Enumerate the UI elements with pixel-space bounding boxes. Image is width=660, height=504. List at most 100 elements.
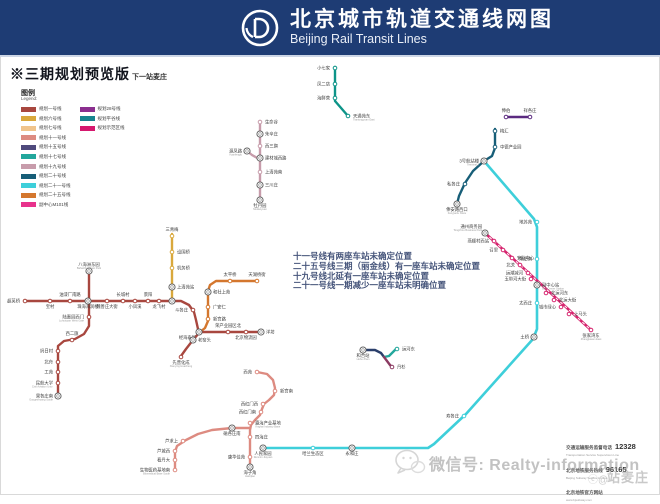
interchange-station-inner xyxy=(87,269,91,273)
legend-columns: 规划一号线规划六号线规划七号线规划十一号线规划十五号线规划十七号线规划十九号线规… xyxy=(21,106,125,213)
station-marker xyxy=(566,311,572,317)
station-label-en: Sub-Center Station xyxy=(542,287,565,291)
metro-line-fork-teal xyxy=(382,347,398,359)
station-label: 机务桥 xyxy=(177,265,191,272)
station-label: 运潮减河 xyxy=(506,270,524,277)
station-label: 和社上苑 xyxy=(213,289,231,296)
service-info-number: 96165 xyxy=(605,464,627,474)
station-label: 广安仁 xyxy=(213,304,227,311)
service-info-number: 12328 xyxy=(614,442,636,451)
station-label: 磁各庄南 xyxy=(223,430,241,437)
station-marker xyxy=(227,278,233,284)
legend-swatch xyxy=(21,116,36,122)
brand-watermark: 站麦庄 xyxy=(607,470,650,485)
legend-swatch xyxy=(79,116,95,122)
metro-line-red-west xyxy=(56,269,91,398)
station-label-en: Renmin Jiayuan xyxy=(254,455,273,459)
station-marker xyxy=(461,413,467,419)
planning-note-line: 十一号线有两座车站未确定位置 xyxy=(293,251,413,261)
interchange-station-inner xyxy=(258,156,262,160)
metro-line-red-south xyxy=(179,331,201,358)
station-label: 北舟 xyxy=(44,359,53,366)
interchange-station-inner xyxy=(86,299,90,303)
station-marker xyxy=(169,233,175,239)
legend-label: 规划28号线 xyxy=(97,106,121,111)
station-marker xyxy=(257,143,263,149)
legend-label: 规划十九号线 xyxy=(39,163,66,169)
station-label: 牡丹园 xyxy=(254,202,267,209)
station-label: 四海庄 xyxy=(255,434,269,441)
station-label: 和合站 xyxy=(357,352,371,359)
station-marker xyxy=(86,314,92,320)
station-label: 西红门西 xyxy=(241,401,259,408)
service-info-label: 交通运输服务监督电话 xyxy=(566,445,612,450)
station-label: 老窑头 xyxy=(198,337,212,344)
station-label: 丹杉 xyxy=(397,364,406,371)
legend-label: 规划一号线 xyxy=(39,106,62,111)
station-marker xyxy=(527,114,533,120)
station-marker xyxy=(534,300,540,306)
station-label-en: Civil Aviation Univ. xyxy=(32,385,53,389)
legend-swatch xyxy=(21,135,36,141)
station-label: 工苑 xyxy=(44,369,53,376)
station-label: 西红门南 xyxy=(239,409,257,416)
station-label: 新宫路 xyxy=(213,316,227,323)
interchange-station-inner xyxy=(535,283,539,287)
station-marker xyxy=(394,346,400,352)
metro-line-teal-north xyxy=(333,65,350,118)
legend-swatch xyxy=(21,144,36,150)
station-marker xyxy=(310,445,316,451)
station-label: 斗各庄 xyxy=(175,307,189,314)
station-label: 朱辛庄 xyxy=(265,131,279,138)
legend-swatch xyxy=(79,106,95,112)
interchange-station-inner xyxy=(532,335,536,339)
station-label: 上清苑南 xyxy=(265,169,283,176)
metro-line-navy-northeast xyxy=(455,127,497,206)
station-label: 俸安路西口 xyxy=(446,206,467,213)
service-info-sub: Beijing Subway Service Hotline xyxy=(566,475,608,480)
station-marker xyxy=(345,113,351,119)
interchange-station-inner xyxy=(483,231,487,235)
legend-label: 规划示范区线 xyxy=(97,125,125,131)
station-label: 看丹大 xyxy=(157,457,171,464)
interchange-station-inner xyxy=(258,198,262,202)
station-label: 先营化成 xyxy=(172,359,190,366)
station-marker xyxy=(247,434,253,440)
station-label: 康华佳苑 xyxy=(228,454,246,461)
station-marker xyxy=(332,65,338,71)
station-label: 源凤路 xyxy=(229,148,243,155)
station-label: 中德产业园 xyxy=(500,144,521,151)
station-label: 妈日村 xyxy=(40,348,54,355)
legend-item: 规划二十一号线 xyxy=(21,183,71,189)
service-info-label: 北京地铁官方网站 xyxy=(566,490,603,495)
station-label: 洋坊 xyxy=(266,329,275,336)
station-marker xyxy=(509,255,515,261)
service-info-label: 北京地铁服务热线 xyxy=(566,467,603,473)
station-label: 西二旗 xyxy=(66,330,80,337)
legend-item: 规划十九号线 xyxy=(21,163,71,170)
station-marker xyxy=(551,297,557,303)
legend-swatch xyxy=(21,183,36,189)
station-marker xyxy=(272,388,278,394)
station-label: 建材城西路 xyxy=(265,155,287,162)
interchange-station-inner xyxy=(197,330,201,334)
header-titles: 北京城市轨道交通线网图 Beijing Rail Transit Lines xyxy=(290,8,554,46)
legend-swatch xyxy=(21,154,36,160)
legend-label: 规划二十号线 xyxy=(39,173,66,179)
station-label-en: Yuanfenglu xyxy=(229,153,243,157)
metro-line-cyan-21 xyxy=(261,159,539,450)
station-marker xyxy=(525,270,531,276)
station-label-en: Tongzhou Business Park xyxy=(453,228,482,232)
station-marker xyxy=(528,276,534,282)
station-marker xyxy=(254,369,260,375)
station-marker xyxy=(132,298,138,304)
station-marker xyxy=(257,119,263,125)
station-marker xyxy=(588,327,594,333)
station-marker xyxy=(172,448,178,454)
legend-item: 规划二十号线 xyxy=(21,173,71,179)
station-label: 经海泰区 xyxy=(179,334,197,341)
station-marker xyxy=(503,114,509,120)
station-label: 北运大街 xyxy=(559,297,577,304)
station-label-en: Yinghai Industry Base xyxy=(255,425,281,429)
